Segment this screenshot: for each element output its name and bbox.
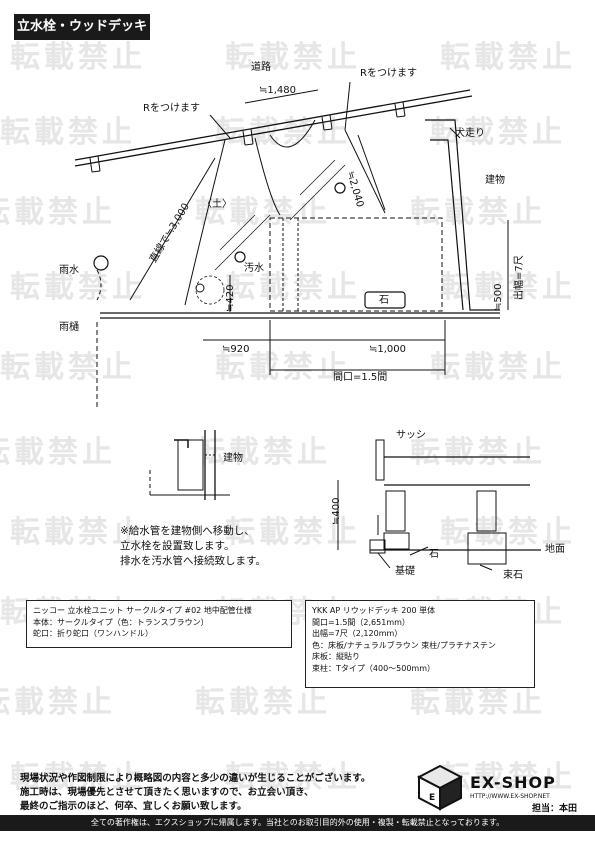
watermark-text: 転載禁止 bbox=[440, 40, 576, 75]
watermark-text: 転載禁止 bbox=[215, 350, 351, 385]
watermark-text: 転載禁止 bbox=[410, 195, 546, 230]
label-dim-500: ≒500 bbox=[493, 283, 504, 311]
staff-label: 担当：本田 bbox=[532, 804, 578, 814]
label-post-stone: 束石 bbox=[503, 570, 523, 581]
exshop-logo-icon: E bbox=[416, 764, 464, 811]
label-building: 建物 bbox=[485, 175, 505, 186]
disclaimer-line: 現場状況や作図制限により概略図の内容と多少の違いが生じることがございます。 bbox=[20, 773, 371, 784]
spec-faucet-line: 本体：サークルタイプ（色：トランスブラウン） bbox=[33, 617, 209, 627]
watermark-text: 転載禁止 bbox=[195, 685, 331, 720]
watermark-text: 転載禁止 bbox=[410, 435, 546, 470]
watermark-text: 転載禁止 bbox=[0, 685, 116, 720]
watermark-text: 転載禁止 bbox=[410, 685, 546, 720]
spec-faucet-line: 蛇口：折り蛇口（ワンハンドル） bbox=[33, 629, 153, 639]
label-r-right: Rをつけます bbox=[360, 68, 417, 79]
label-rainwater: 雨水 bbox=[59, 265, 79, 276]
watermark-text: 転載禁止 bbox=[0, 115, 136, 150]
spec-deck-line: 床板：縦貼り bbox=[312, 652, 360, 662]
spec-deck-line: 間口=1.5間（2,651mm） bbox=[312, 617, 410, 627]
logo-text: EX-SHOP bbox=[470, 773, 556, 792]
label-dim-420: ≒420 bbox=[225, 284, 236, 312]
label-foundation: 基礎 bbox=[395, 566, 415, 577]
label-dim-400: ≒400 bbox=[331, 497, 342, 525]
label-dim-920: ≒920 bbox=[222, 344, 250, 355]
watermark-text: 転載禁止 bbox=[225, 40, 361, 75]
watermark-text: 転載禁止 bbox=[430, 350, 566, 385]
disclaimer-line: 施工時は、現場優先とさせて頂きたく思いますので、お立会い頂き、 bbox=[20, 786, 314, 798]
copyright-bar: 全ての著作権は、エクスショップに帰属します。当社とのお取引目的外の使用・複製・転… bbox=[0, 815, 595, 831]
watermark-text: 転載禁止 bbox=[10, 515, 146, 550]
watermark-text: 転載禁止 bbox=[430, 115, 566, 150]
label-sash: サッシ bbox=[396, 430, 426, 441]
spec-deck-line: 色：床板/ナチュラルブラウン 束柱/プラチナステン bbox=[312, 640, 496, 650]
disclaimer: 現場状況や作図制限により概略図の内容と多少の違いが生じることがございます。 施工… bbox=[20, 772, 370, 813]
spec-faucet-box: ニッコー 立水栓ユニット サークルタイプ #02 地中配管仕様 本体：サークルタ… bbox=[26, 600, 292, 648]
label-faucet-building: 建物 bbox=[223, 453, 243, 464]
faucet-note-1: ※給水管を建物側へ移動し、 bbox=[120, 525, 255, 537]
watermark-text: 転載禁止 bbox=[10, 40, 146, 75]
label-sewage: 汚水 bbox=[244, 263, 264, 274]
spec-deck-line: 束柱：Tタイプ（400～500mm） bbox=[312, 663, 436, 673]
label-r-left: Rをつけます bbox=[143, 103, 200, 114]
watermark-text: 転載禁止 bbox=[0, 195, 116, 230]
logo-url: HTTP://WWW.EX-SHOP.NET bbox=[470, 793, 550, 800]
label-ground: 地面 bbox=[545, 544, 565, 555]
watermark-text: 転載禁止 bbox=[225, 270, 361, 305]
label-dog-run: 犬走り bbox=[455, 128, 485, 139]
disclaimer-line: 最終のご指示のほど、何卒、宜しくお願い致します。 bbox=[20, 800, 247, 812]
watermark-text: 転載禁止 bbox=[10, 760, 146, 795]
watermark-text: 転載禁止 bbox=[0, 435, 116, 470]
faucet-note-2: 立水栓を設置致します。 bbox=[120, 540, 235, 552]
label-soil: 〈土〉 bbox=[202, 199, 232, 210]
spec-deck-line: YKK AP リウッドデッキ 200 単体 bbox=[312, 606, 436, 615]
watermark-text: 転載禁止 bbox=[10, 270, 146, 305]
label-depth: 出幅=7尺 bbox=[514, 255, 525, 300]
svg-text:E: E bbox=[429, 793, 435, 803]
label-deck-stone: 石 bbox=[429, 549, 439, 560]
spec-deck-box: YKK AP リウッドデッキ 200 単体 間口=1.5間（2,651mm） 出… bbox=[305, 600, 535, 688]
page-title: 立水栓・ウッドデッキ bbox=[14, 14, 150, 40]
watermark-text: 転載禁止 bbox=[0, 350, 136, 385]
faucet-note-3: 排水を汚水管へ接続致します。 bbox=[120, 555, 266, 567]
spec-deck-line: 出幅=7尺（2,120mm） bbox=[312, 629, 403, 639]
label-dim-1480: ≒1,480 bbox=[259, 85, 297, 96]
label-dim-1000: ≒1,000 bbox=[369, 344, 407, 355]
watermark-text: 転載禁止 bbox=[225, 515, 361, 550]
label-gutter: 雨樋 bbox=[59, 322, 79, 333]
label-road: 道路 bbox=[251, 62, 271, 73]
watermark-text: 転載禁止 bbox=[215, 115, 351, 150]
label-stone: 石 bbox=[379, 295, 389, 306]
spec-faucet-line: ニッコー 立水栓ユニット サークルタイプ #02 地中配管仕様 bbox=[33, 606, 252, 615]
label-frontage: 間口=1.5間 bbox=[333, 372, 388, 383]
watermark-text: 転載禁止 bbox=[225, 760, 361, 795]
watermark-text: 転載禁止 bbox=[195, 435, 331, 470]
